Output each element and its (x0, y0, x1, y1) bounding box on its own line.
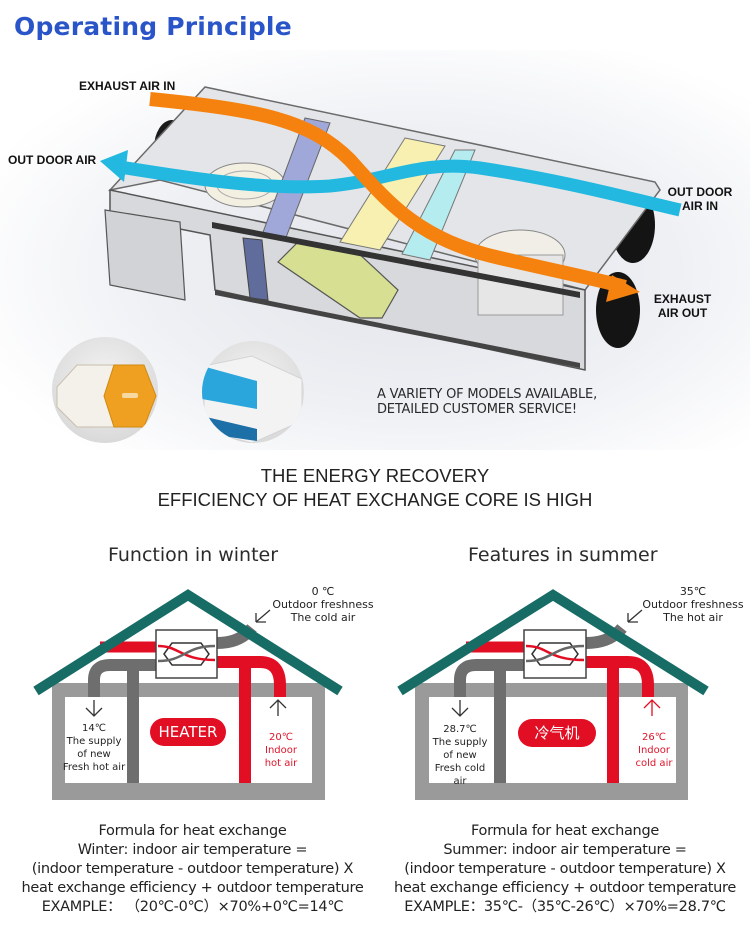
summer-supply-line2: of new (443, 750, 477, 761)
tagline-line1: A VARIETY OF MODELS AVAILABLE, (377, 387, 598, 402)
summer-supply-note: 28.7℃ The supply of new Fresh cold air (427, 723, 493, 788)
erv-unit-illustration (100, 86, 682, 371)
winter-example: EXAMPLE： （20℃-0℃）×70%+0℃=14℃ (41, 899, 344, 915)
polymer-core-image (202, 355, 303, 443)
heat-exchanger-hex (531, 642, 579, 666)
indoor-red-duct (586, 656, 654, 697)
summer-indoor-temp: 26℃ (642, 732, 666, 743)
label-outdoor-air: OUT DOOR AIR (8, 153, 97, 167)
outdoor-arrow-icon (627, 609, 643, 623)
summer-indoor-line2: cold air (635, 758, 673, 769)
summer-device-badge: 冷气机 (518, 719, 596, 747)
outdoor-air-arrowhead (100, 150, 128, 182)
indoor-red-duct (217, 656, 286, 697)
summer-example: EXAMPLE：35℃-（35℃-26℃）×70%=28.7℃ (404, 899, 726, 915)
tagline-line2: DETAILED CUSTOMER SERVICE! (377, 402, 577, 417)
winter-indoor-temp: 20℃ (269, 732, 293, 743)
red-flow-through-core (525, 644, 585, 662)
front-filter (242, 237, 269, 301)
label-exhaust-air-out: EXHAUST AIR OUT (645, 292, 720, 320)
red-flow-through-core (157, 644, 216, 662)
tagline: A VARIETY OF MODELS AVAILABLE, DETAILED … (377, 387, 597, 417)
winter-formula-line2: (indoor temperature - outdoor temperatur… (31, 861, 354, 877)
winter-device-badge: HEATER (150, 718, 226, 746)
summer-indoor-note: 26℃ Indoor cold air (630, 731, 678, 770)
winter-supply-line3: Fresh hot air (62, 762, 126, 773)
summer-formula-line1: Summer: indoor air temperature = (443, 842, 687, 858)
winter-supply-line1: The supply (66, 736, 122, 747)
label-outdoor-air-in-line2: AIR IN (682, 199, 718, 213)
supply-duct (88, 659, 160, 697)
outdoor-air-flow (118, 159, 682, 217)
headline-line1: THE ENERGY RECOVERY (260, 465, 490, 486)
winter-formula-line3: heat exchange efficiency + outdoor tempe… (21, 880, 364, 896)
outdoor-arrow-icon (255, 609, 271, 623)
outdoor-gray-duct (585, 623, 627, 649)
label-exhaust-air-out-line2: AIR OUT (657, 306, 708, 320)
summer-title: Features in summer (468, 544, 658, 566)
summer-formula: Formula for heat exchange Summer: indoor… (380, 822, 750, 917)
polymer-core-face (202, 366, 257, 409)
label-exhaust-air-in: EXHAUST AIR IN (79, 79, 176, 93)
indoor-up-arrow-icon (269, 699, 287, 716)
indoor-up-arrow-icon (643, 699, 661, 716)
access-panel-bottom (215, 290, 580, 368)
paper-core-image (56, 364, 157, 428)
supply-duct (454, 659, 525, 697)
winter-indoor-line2: hot air (264, 758, 298, 769)
side-box (104, 209, 186, 301)
supply-down-arrow-icon (451, 700, 469, 717)
winter-indoor-line1: Indoor (265, 745, 297, 756)
winter-indoor-note: 20℃ Indoor hot air (258, 731, 304, 770)
roof (397, 589, 709, 696)
roof (33, 589, 343, 696)
access-panel-frame (212, 222, 580, 298)
winter-formula-title: Formula for heat exchange (98, 823, 287, 839)
supply-down-arrow-icon (85, 700, 103, 717)
summer-outdoor-line2: The hot air (663, 611, 723, 624)
winter-outdoor-note: 0 ℃ Outdoor freshness The cold air (268, 585, 378, 624)
gray-flow-through-core (525, 644, 585, 663)
headline-line2: EFFICIENCY OF HEAT EXCHANGE CORE IS HIGH (157, 489, 593, 510)
exhaust-air-arrowhead (606, 275, 640, 302)
winter-outdoor-temp: 0 ℃ (311, 585, 335, 598)
winter-formula: Formula for heat exchange Winter: indoor… (0, 822, 385, 917)
label-outdoor-air-in: OUT DOOR AIR IN (660, 185, 740, 213)
label-exhaust-air-out-line1: EXHAUST (653, 292, 712, 306)
summer-formula-line3: heat exchange efficiency + outdoor tempe… (393, 880, 737, 896)
summer-indoor-line1: Indoor (638, 745, 670, 756)
winter-outdoor-line2: The cold air (290, 611, 356, 624)
summer-supply-temp: 28.7℃ (443, 724, 477, 735)
summer-outdoor-temp: 35℃ (679, 585, 707, 598)
summer-formula-line2: (indoor temperature - outdoor temperatur… (404, 861, 726, 877)
headline: THE ENERGY RECOVERY EFFICIENCY OF HEAT E… (0, 464, 750, 512)
winter-title: Function in winter (108, 544, 279, 566)
summer-outdoor-line1: Outdoor freshness (642, 598, 744, 611)
exhaust-air-flow (149, 92, 627, 294)
page-title: Operating Principle (14, 12, 292, 41)
winter-outdoor-line1: Outdoor freshness (272, 598, 374, 611)
winter-supply-temp: 14℃ (82, 723, 106, 734)
heat-exchanger-hex (163, 642, 210, 666)
gray-flow-through-core (157, 644, 216, 663)
winter-supply-note: 14℃ The supply of new Fresh hot air (62, 722, 126, 774)
label-outdoor-air-in-line1: OUT DOOR (667, 185, 733, 199)
paper-core-thumbnail (52, 337, 158, 443)
polymer-core-thumbnail (202, 341, 304, 443)
winter-supply-line2: of new (77, 749, 111, 760)
summer-supply-line3: Fresh cold air (434, 763, 486, 787)
summer-formula-title: Formula for heat exchange (471, 823, 659, 839)
summer-supply-line1: The supply (432, 737, 488, 748)
summer-outdoor-note: 35℃ Outdoor freshness The hot air (638, 585, 748, 624)
winter-formula-line1: Winter: indoor air temperature = (77, 842, 308, 858)
